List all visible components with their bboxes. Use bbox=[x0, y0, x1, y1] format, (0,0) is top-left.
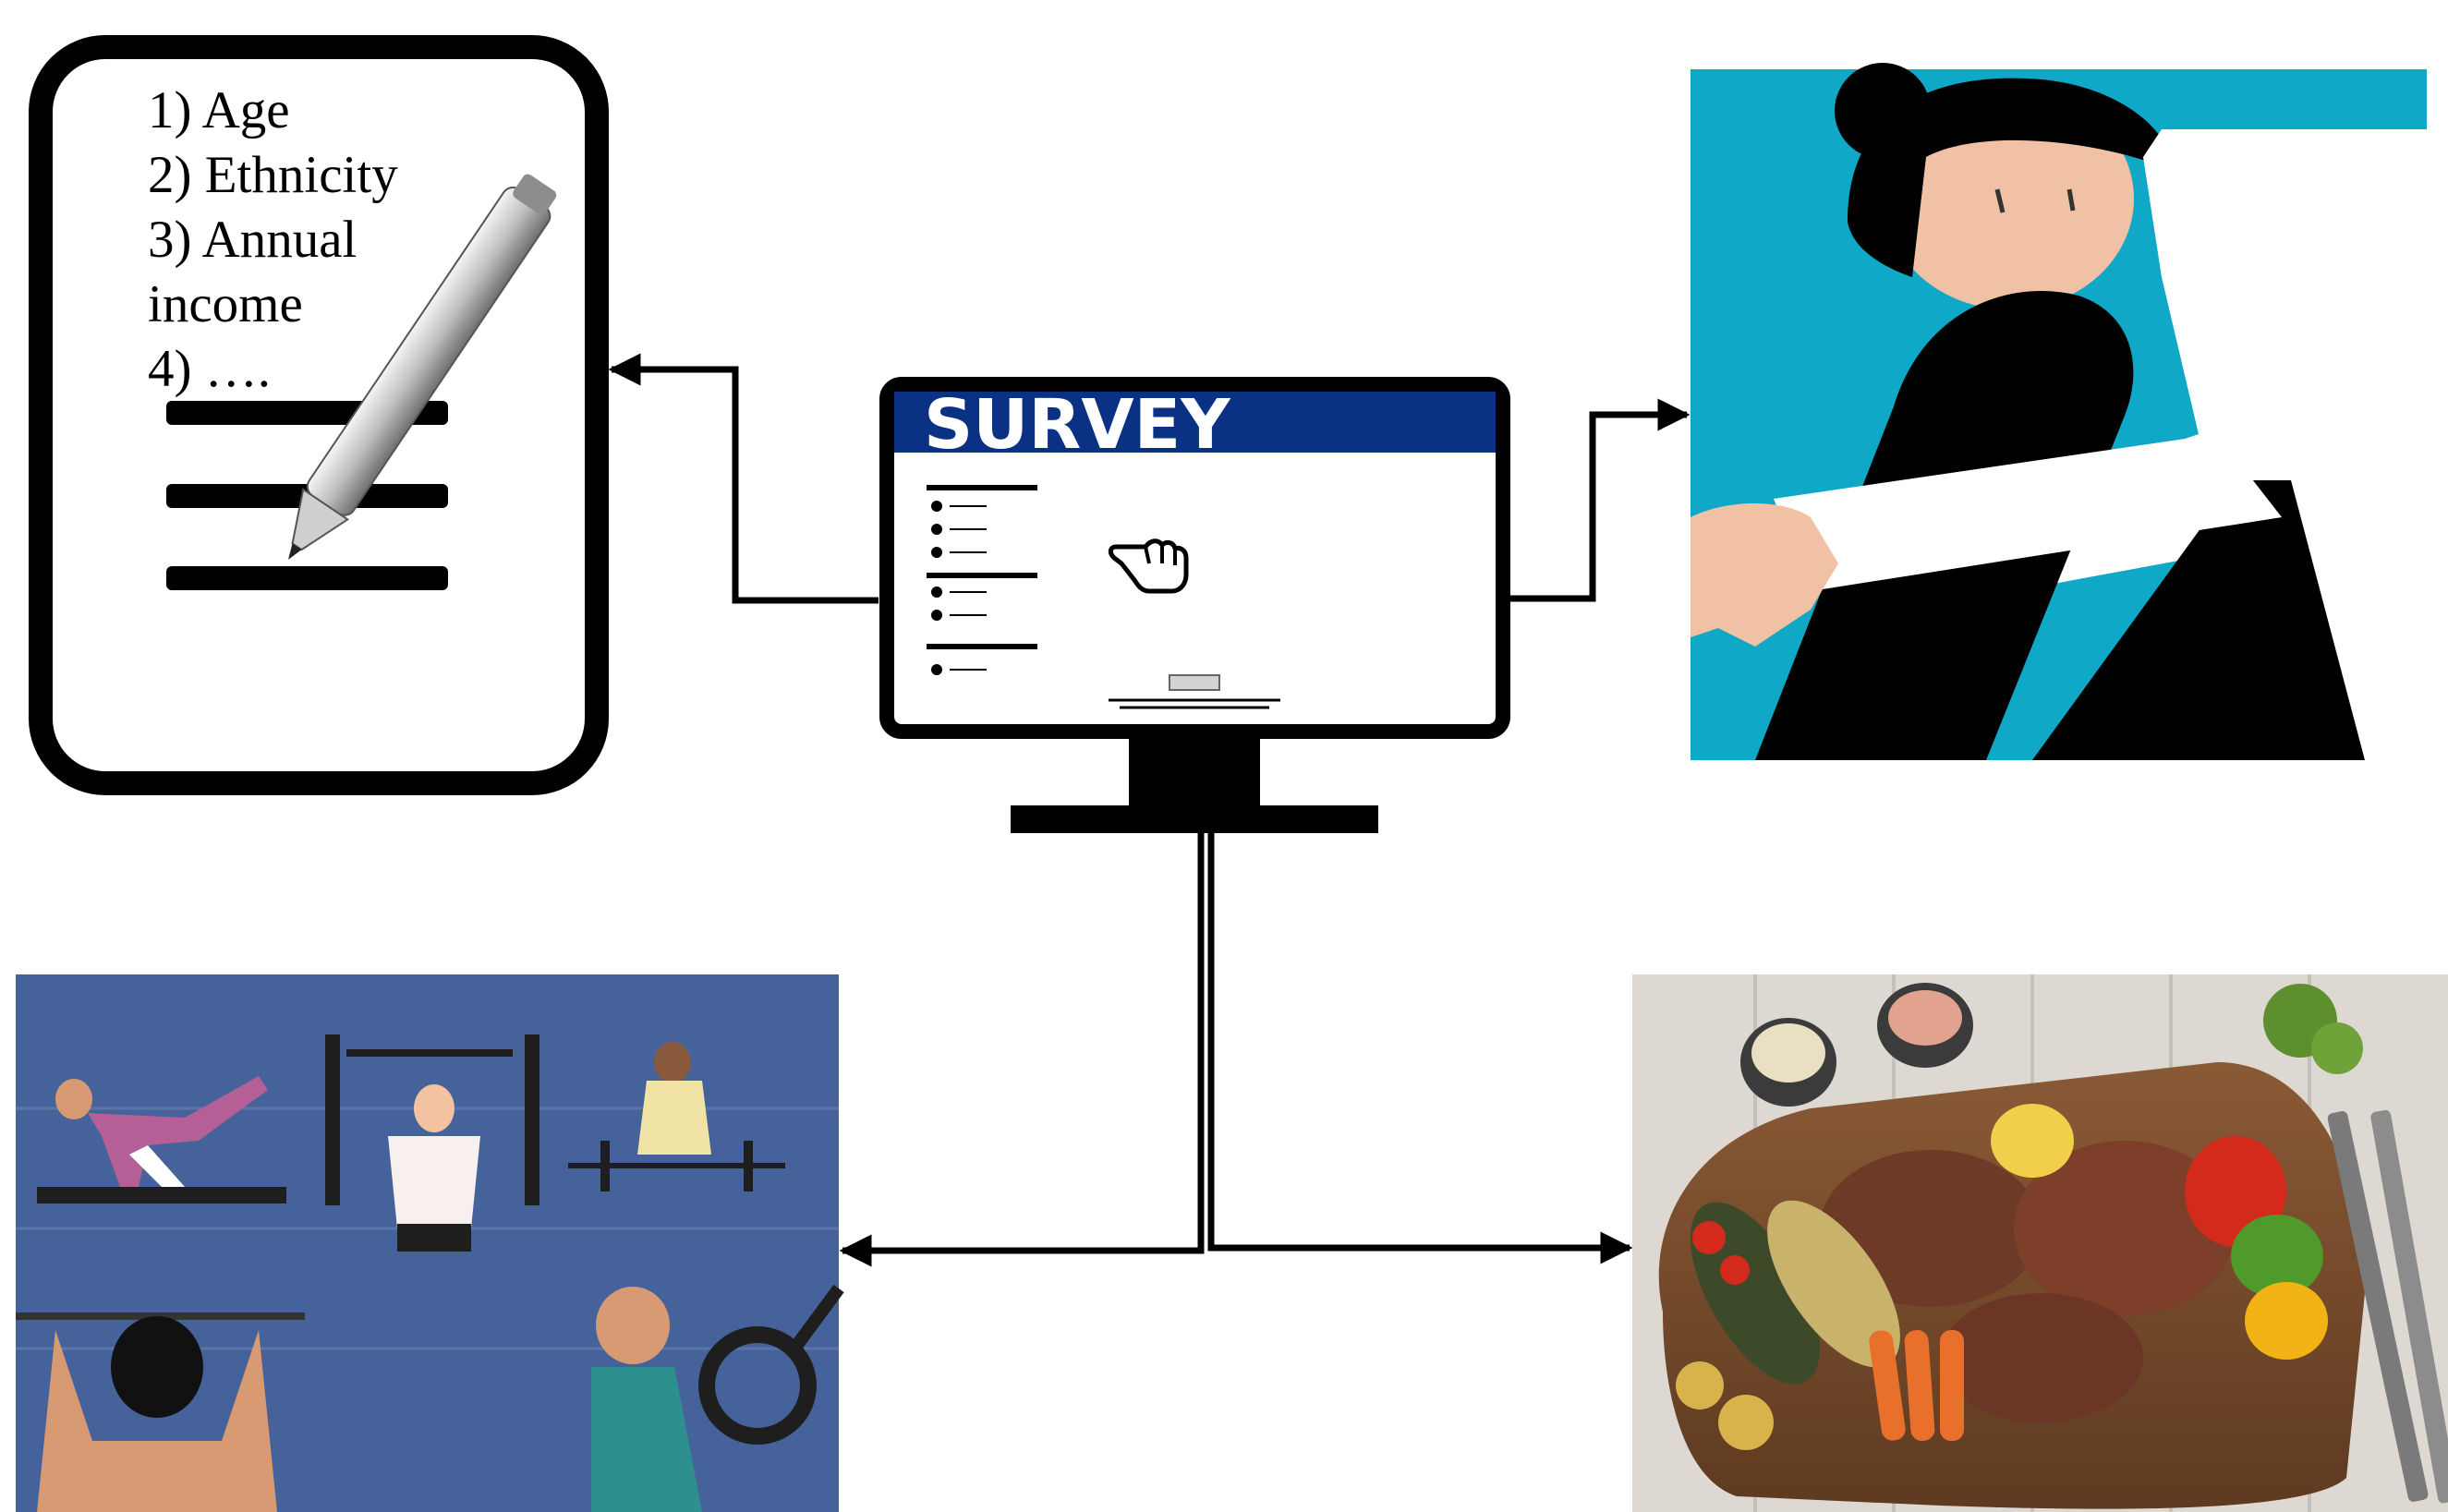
arrow-to-exercise bbox=[839, 833, 1205, 1267]
arrow-to-stress bbox=[1503, 398, 1691, 602]
form-line-5: 4) …. bbox=[148, 340, 271, 398]
connectors bbox=[608, 353, 1691, 1267]
survey-submit-button bbox=[1169, 674, 1220, 691]
form-line-2: 2) Ethnicity bbox=[148, 146, 398, 204]
form-rule-3 bbox=[166, 566, 448, 590]
form-line-4: income bbox=[148, 275, 303, 333]
hand-pointer-icon bbox=[1108, 538, 1189, 594]
food-photo bbox=[1632, 974, 2448, 1512]
exercise-illustration bbox=[16, 974, 844, 1512]
monitor-base bbox=[1011, 805, 1378, 833]
arrow-to-form bbox=[608, 353, 879, 604]
survey-monitor: SURVEY bbox=[879, 377, 1510, 833]
form-line-1: 1) Age bbox=[148, 81, 290, 139]
survey-title: SURVEY bbox=[924, 385, 1231, 465]
questionnaire-form: 1) Age 2) Ethnicity 3) Annual income 4) … bbox=[29, 35, 609, 795]
survey-banner bbox=[894, 392, 1496, 453]
monitor-neck bbox=[1129, 732, 1260, 809]
form-line-3: 3) Annual bbox=[148, 211, 357, 269]
pen-icon bbox=[288, 174, 557, 560]
arrow-to-diet bbox=[1207, 833, 1633, 1264]
stress-illustration bbox=[1691, 63, 2427, 760]
survey-question-list bbox=[927, 485, 1037, 675]
